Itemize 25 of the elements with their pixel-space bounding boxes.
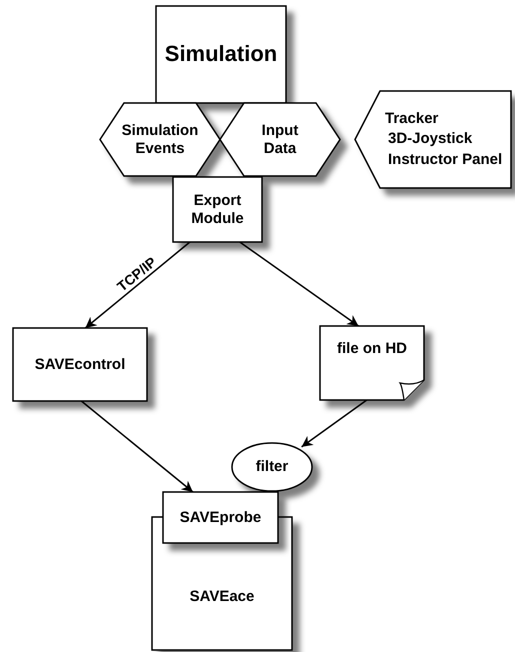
process-box [156,6,286,103]
input-device-shape [355,91,511,188]
arrow [84,241,190,329]
node-label: filter [256,458,288,476]
node-label: Tracker [385,109,438,130]
node-label: 3D-Joystick [388,129,472,150]
process-box [163,492,278,543]
node-label: Export Module [190,192,245,228]
node-label: SAVEprobe [180,508,262,526]
node-label: SAVEcontrol [34,356,126,374]
node-label: Instructor Panel [388,150,502,170]
arrow [301,399,368,448]
node-label: file on HD [337,340,407,358]
process-box [173,177,262,242]
arrow [80,400,194,493]
arrow [239,241,359,327]
node-label: Input Data [260,122,300,158]
node-label: Simulation Events [122,122,198,158]
document-shape [320,326,424,400]
process-box [13,328,147,401]
filter-ellipse [232,443,312,491]
hexagon-shape [220,103,340,176]
node-label: SAVEace [190,588,254,606]
node-label: Simulation [164,41,278,68]
hexagon-shape [100,103,220,176]
